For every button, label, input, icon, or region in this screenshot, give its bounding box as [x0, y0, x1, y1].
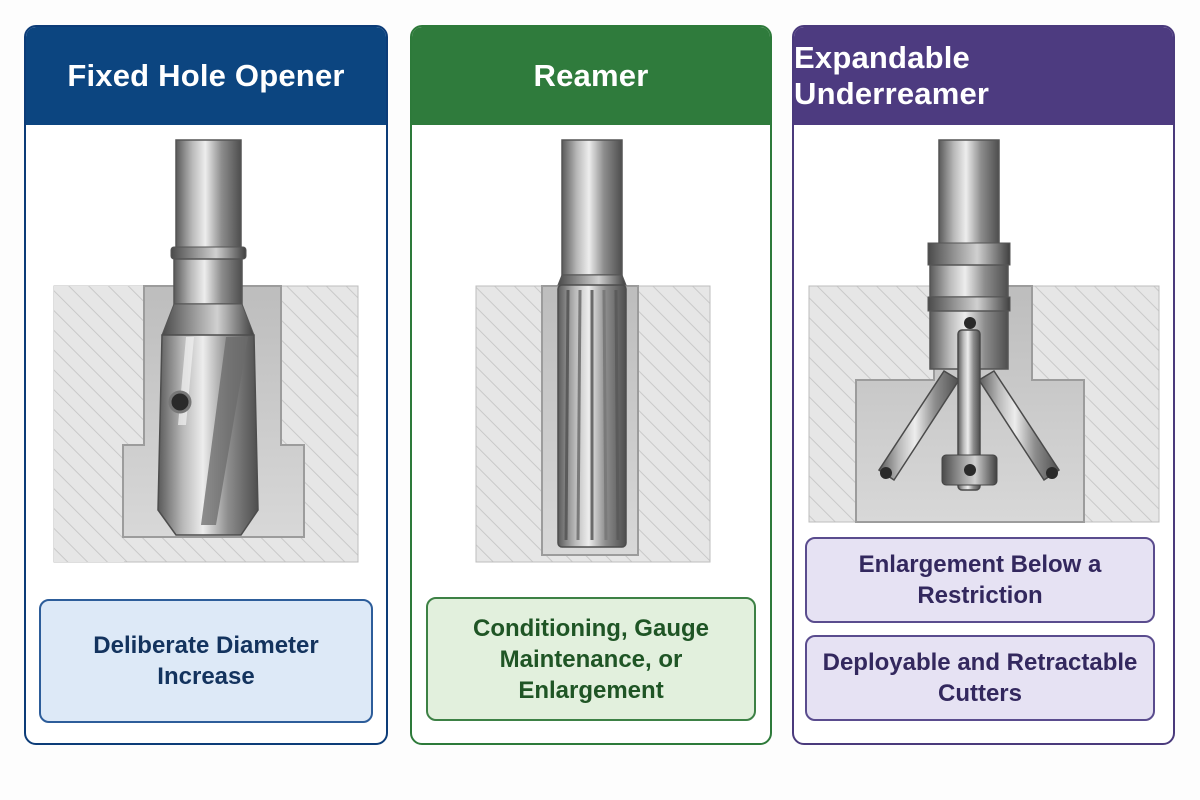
feature-text: Deliberate Diameter Increase	[93, 632, 319, 690]
feature-box: Conditioning, Gauge Maintenance, or Enla…	[426, 597, 756, 721]
panel-expandable-underreamer: Expandable Underreamer Enlargement Below…	[792, 25, 1175, 745]
feature-text: Conditioning, Gauge Maintenance, or Enla…	[473, 614, 709, 704]
feature-box: Deliberate Diameter Increase	[39, 599, 373, 723]
panel-title: Expandable Underreamer	[794, 40, 990, 111]
panel-fixed-hole-opener: Fixed Hole Opener Deliberate Diameter In…	[24, 25, 388, 745]
reamer-icon	[557, 139, 627, 548]
panel-reamer: Reamer Conditioning, Gauge Maintenance, …	[410, 25, 772, 745]
feature-text: Deployable and Retractable Cutters	[822, 649, 1138, 707]
reamer-scene	[475, 139, 711, 563]
fixed-hole-opener-scene	[53, 139, 359, 563]
panel-title: Reamer	[533, 58, 649, 93]
panel-header: Reamer	[412, 27, 770, 125]
feature-text: Enlargement Below a Restriction	[858, 551, 1102, 609]
panel-header: Expandable Underreamer	[794, 27, 1173, 125]
feature-box: Deployable and Retractable Cutters	[805, 635, 1155, 721]
panel-title: Fixed Hole Opener	[67, 58, 345, 93]
expandable-underreamer-icon	[877, 139, 1061, 491]
panel-header: Fixed Hole Opener	[26, 27, 386, 125]
expandable-underreamer-scene	[808, 139, 1160, 523]
feature-box: Enlargement Below a Restriction	[805, 537, 1155, 623]
fixed-hole-opener-icon	[157, 139, 259, 536]
